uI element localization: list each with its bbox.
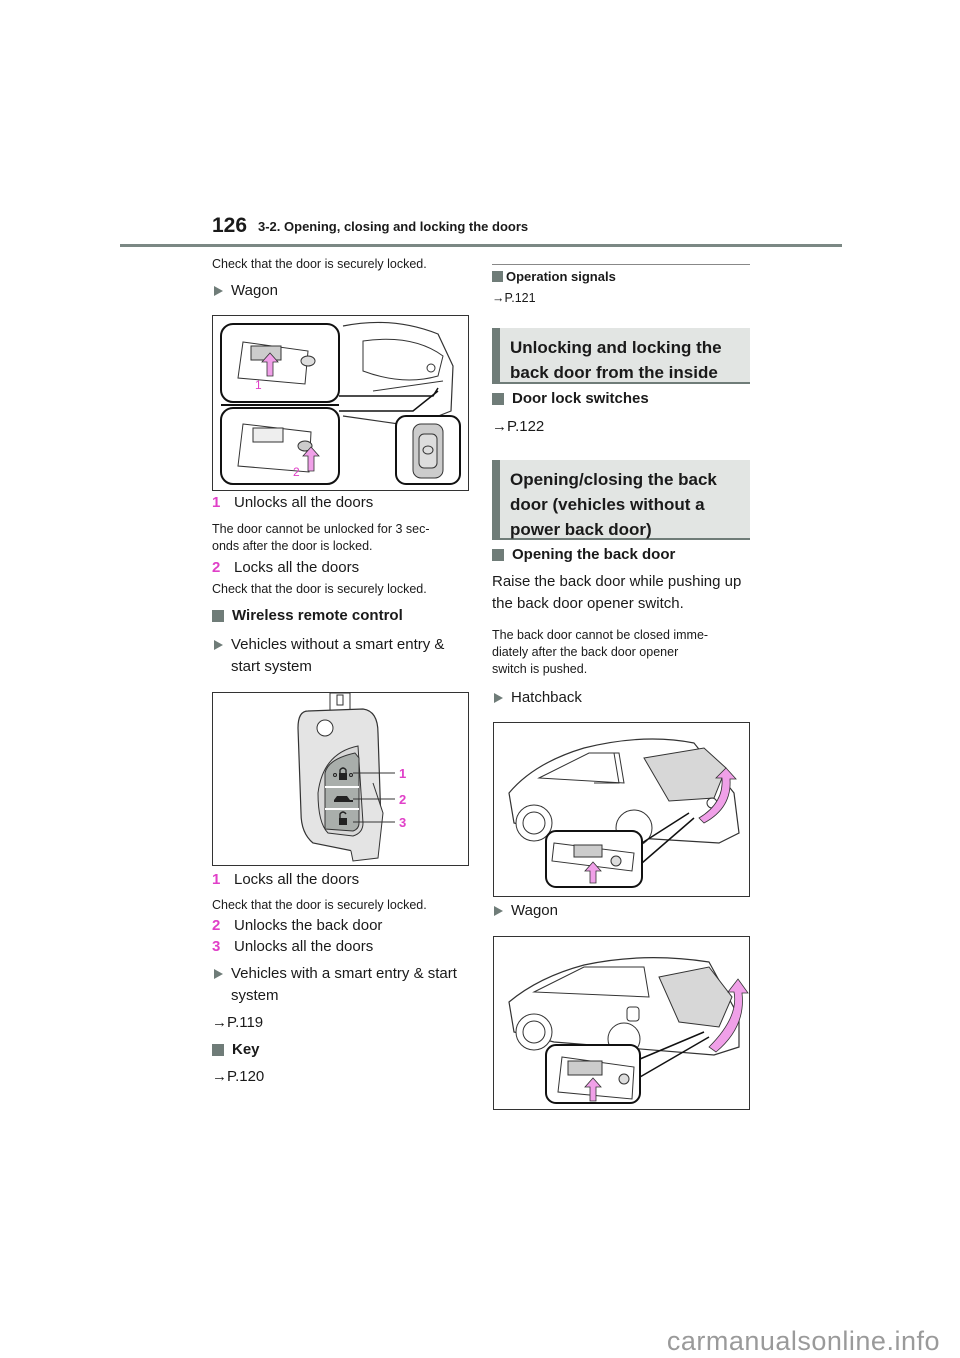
wagon-lock-illustration: 1 2 xyxy=(220,321,461,485)
callout-3: 3 xyxy=(399,815,406,830)
section-divider xyxy=(492,264,750,265)
square-bullet-icon xyxy=(212,1043,224,1056)
fob-item-3: 3 Unlocks all the doors xyxy=(212,937,373,957)
intro-note: Check that the door is securely locked. xyxy=(212,257,427,271)
hatchback-label: Hatchback xyxy=(511,689,582,706)
opening-note: The back door cannot be closed imme- dia… xyxy=(492,628,709,676)
heading-text: Operation signals xyxy=(506,269,616,284)
subheading-text: Vehicles with a smart entry & start syst… xyxy=(231,965,457,1004)
wagon-item-1-note: The door cannot be unlocked for 3 sec- o… xyxy=(212,522,430,553)
chapter-title: 3-2. Opening, closing and locking the do… xyxy=(258,219,529,234)
key-heading: Key xyxy=(212,1041,260,1058)
remote-fob-illustration: 1 2 3 xyxy=(297,693,406,862)
fob-item-1-note: Check that the door is securely locked. xyxy=(212,898,427,912)
item-text: Unlocks all the doors xyxy=(234,494,374,511)
item-number: 3 xyxy=(212,938,221,955)
wireless-heading: Wireless remote control xyxy=(212,607,403,624)
wagon-lock-figure: 1 2 xyxy=(212,315,469,491)
wagon-item-2: 2 Locks all the doors xyxy=(212,558,359,578)
door-lock-switches-heading: Door lock switches xyxy=(492,390,649,407)
hatchback-figure xyxy=(493,722,750,897)
item-text: Unlocks all the doors xyxy=(234,938,374,955)
callout-2: 2 xyxy=(293,465,300,479)
wagon-back-door-illustration xyxy=(508,957,749,1104)
door-lock-switches-ref-link[interactable]: →P.122 xyxy=(492,418,545,435)
fob-item-2: 2 Unlocks the back door xyxy=(212,916,382,936)
wagon-item-1: 1 Unlocks all the doors xyxy=(212,493,373,513)
wagon-subheading: Wagon xyxy=(212,280,278,302)
remote-fob-figure: 1 2 3 xyxy=(212,692,469,866)
square-bullet-icon xyxy=(492,271,503,282)
wagon-subheading-right: Wagon xyxy=(492,900,558,922)
callout-2: 2 xyxy=(399,792,406,807)
heading-text: Door lock switches xyxy=(512,390,649,407)
hatchback-subheading: Hatchback xyxy=(492,687,582,709)
callout-1: 1 xyxy=(399,766,406,781)
opening-back-door-heading: Opening the back door xyxy=(492,546,675,563)
item-number: 2 xyxy=(212,559,221,576)
without-smart-subheading: Vehicles without a smart entry & start s… xyxy=(212,634,467,678)
key-ref-link[interactable]: →P.120 xyxy=(212,1068,265,1085)
item-number: 1 xyxy=(212,494,221,511)
page-number: 126 xyxy=(212,214,248,237)
item-number: 2 xyxy=(212,917,221,934)
with-smart-ref-link[interactable]: →P.119 xyxy=(212,1014,264,1031)
heading-text: Opening the back door xyxy=(512,546,676,563)
triangle-bullet-icon xyxy=(214,640,223,650)
item-text: Unlocks the back door xyxy=(234,917,383,934)
wagon-label: Wagon xyxy=(511,902,558,919)
opening-body-text: Raise the back door while pushing up the… xyxy=(492,573,742,612)
square-bullet-icon xyxy=(492,548,504,561)
with-smart-subheading: Vehicles with a smart entry & start syst… xyxy=(212,963,467,1007)
operation-signals-heading: Operation signals xyxy=(492,269,616,284)
triangle-bullet-icon xyxy=(494,906,503,916)
callout-1: 1 xyxy=(255,378,262,392)
heading-text: Key xyxy=(232,1041,260,1058)
triangle-bullet-icon xyxy=(494,693,503,703)
fob-item-1: 1 Locks all the doors xyxy=(212,870,359,890)
item-text: Locks all the doors xyxy=(234,559,360,576)
header-divider xyxy=(120,244,842,247)
triangle-bullet-icon xyxy=(214,286,223,296)
section-title-unlocking-back-door: Unlocking and locking the back door from… xyxy=(492,328,750,384)
section-title-opening-back-door: Opening/closing the back door (vehicles … xyxy=(492,460,750,540)
wagon-back-door-figure xyxy=(493,936,750,1110)
square-bullet-icon xyxy=(492,392,504,405)
heading-text: Wireless remote control xyxy=(232,607,403,624)
hatchback-illustration xyxy=(508,738,740,888)
wagon-label: Wagon xyxy=(231,282,278,299)
subheading-text: Vehicles without a smart entry & start s… xyxy=(231,636,445,675)
watermark: carmanualsonline.info xyxy=(666,1326,940,1356)
item-text: Locks all the doors xyxy=(234,871,360,888)
square-bullet-icon xyxy=(212,609,224,622)
operation-signals-ref-link[interactable]: →P.121 xyxy=(492,291,536,305)
triangle-bullet-icon xyxy=(214,969,223,979)
wagon-item-2-note: Check that the door is securely locked. xyxy=(212,582,427,596)
item-number: 1 xyxy=(212,871,221,888)
